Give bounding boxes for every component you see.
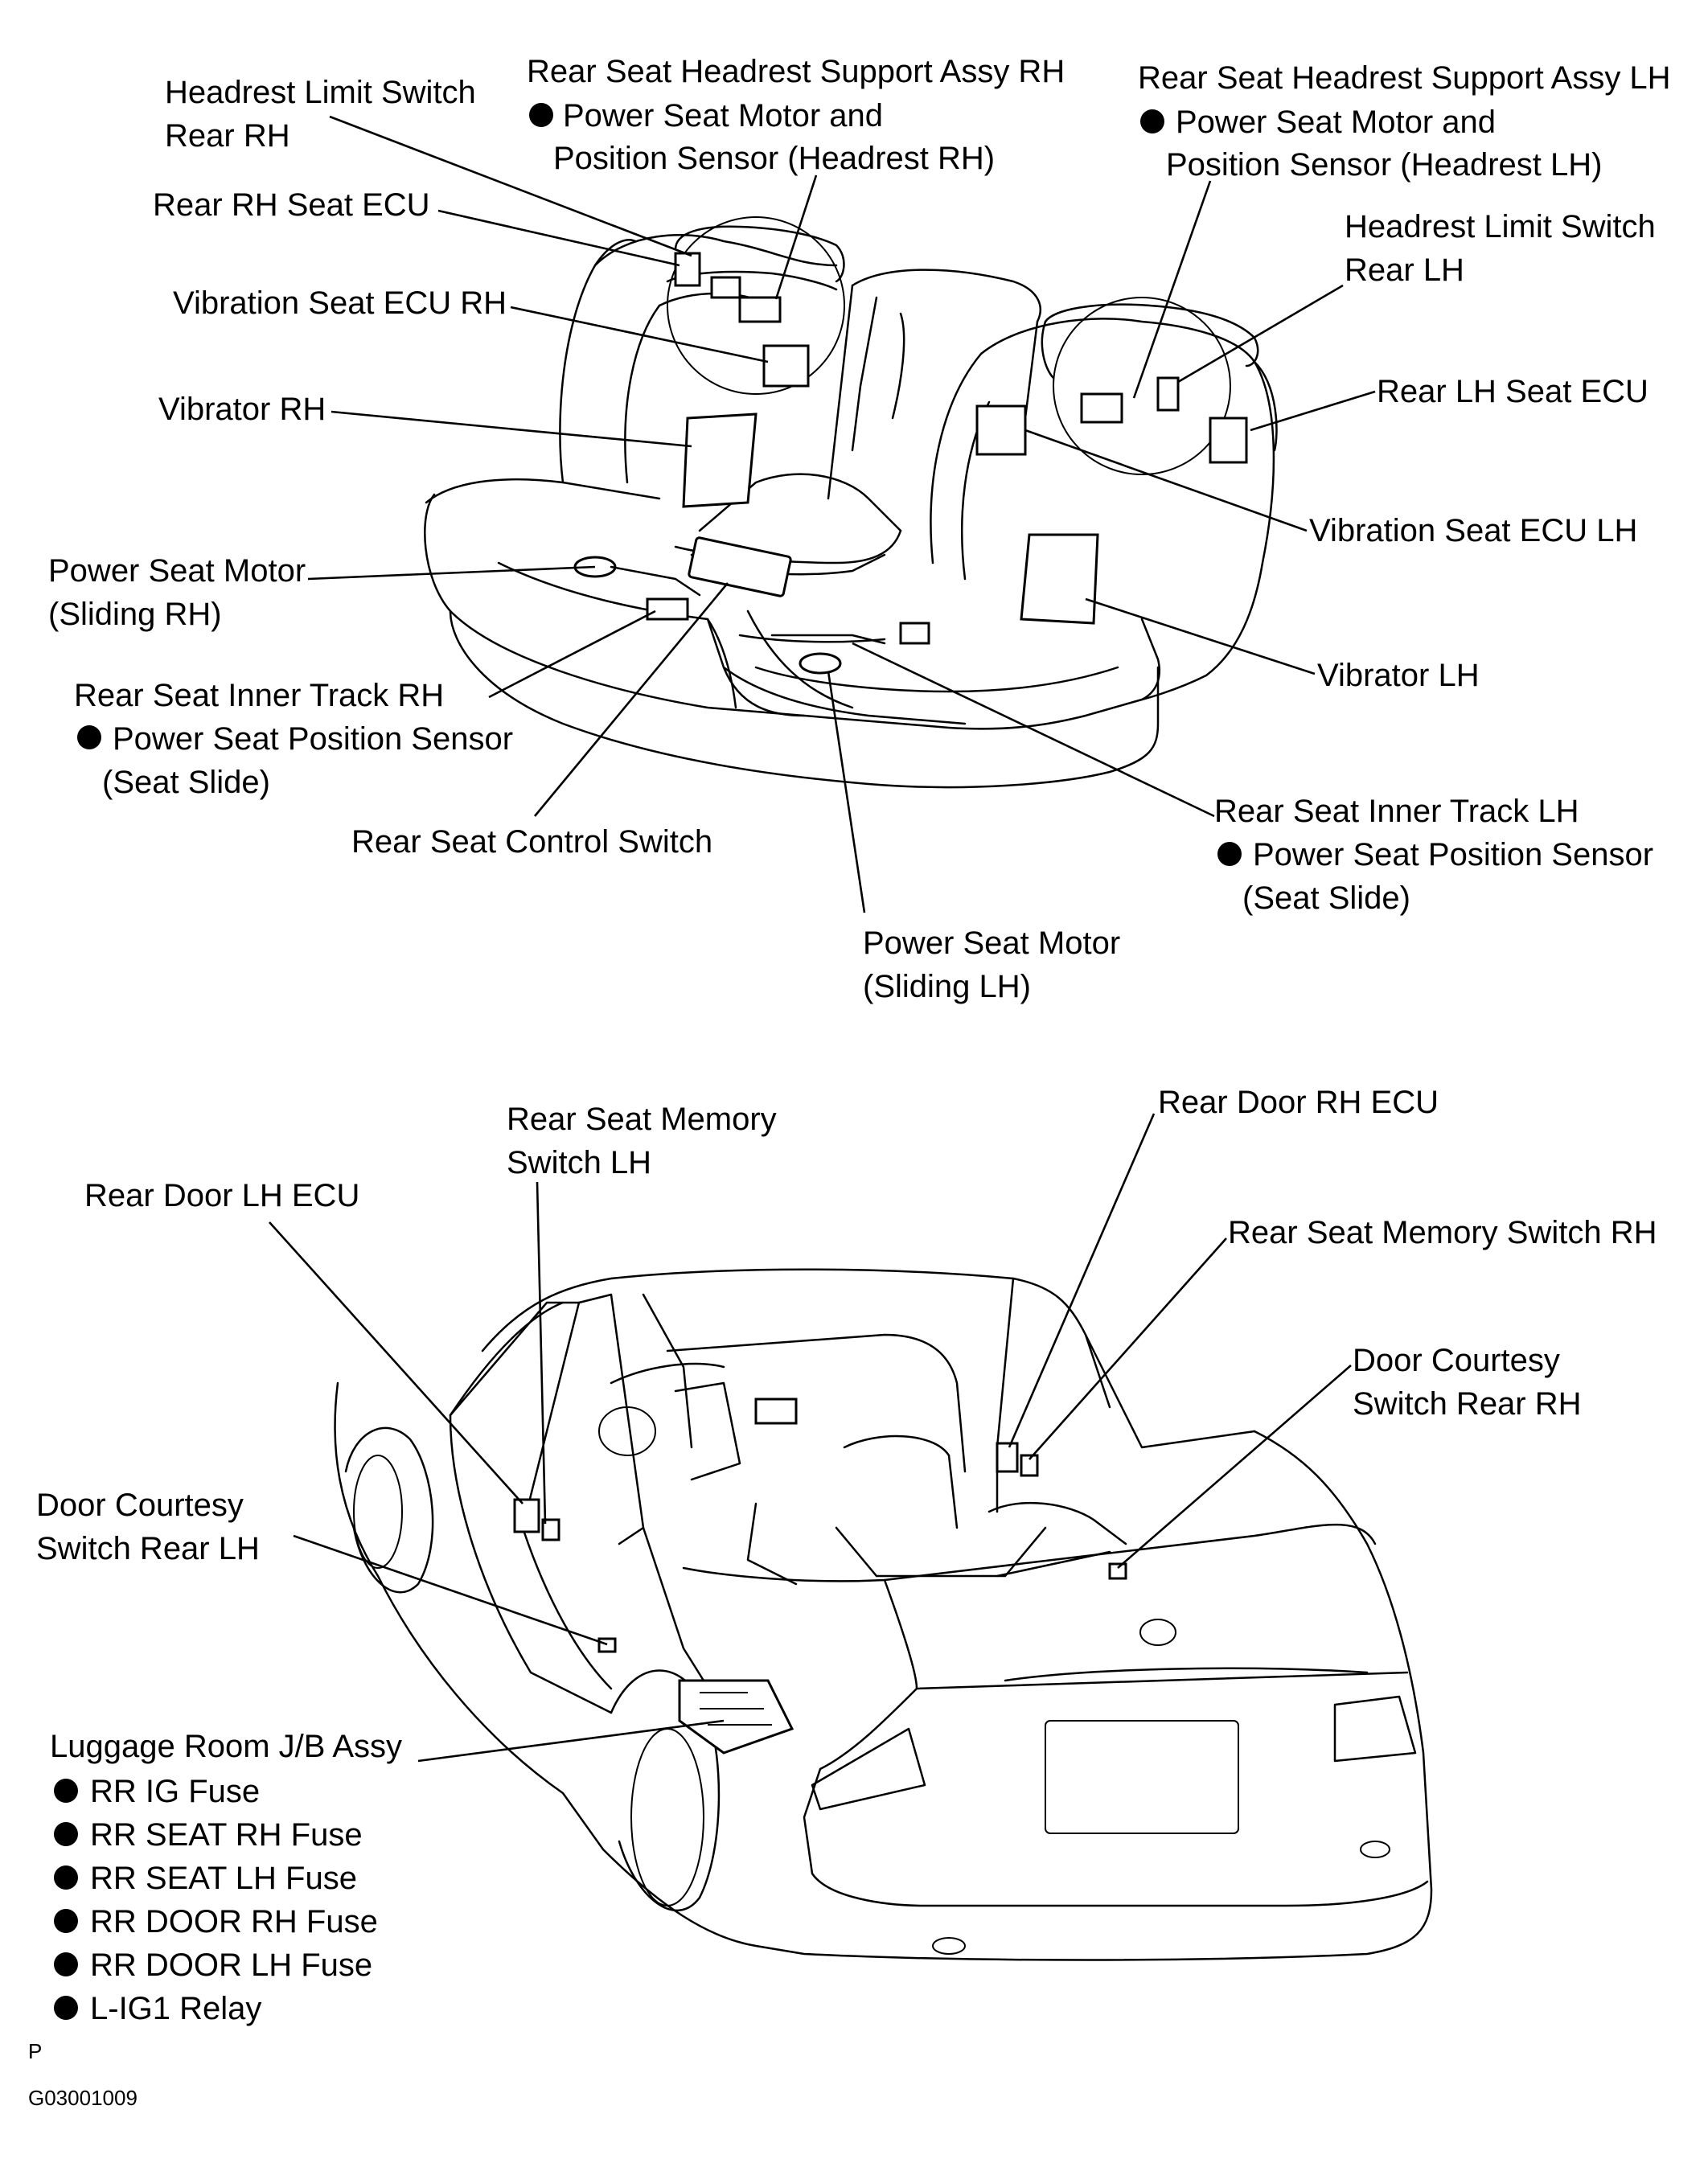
label-rear-seat-memory-switch-lh-line2: Switch LH <box>507 1145 651 1180</box>
label-power-seat-motor-sliding-rh-line2: (Sliding RH) <box>48 597 222 632</box>
label-inner-track-rh-line2: Power Seat Position Sensor <box>113 721 513 757</box>
label-rear-door-lh-ecu: Rear Door LH ECU <box>84 1178 359 1213</box>
bullet-icon <box>54 1909 78 1933</box>
label-headrest-limit-switch-rh-line1: Headrest Limit Switch <box>165 75 476 110</box>
label-rear-seat-memory-switch-lh-line1: Rear Seat Memory <box>507 1102 777 1137</box>
labels: Headrest Limit Switch Rear RH Rear Seat … <box>28 54 1671 2110</box>
label-headrest-support-lh-line2: Power Seat Motor and <box>1176 105 1496 140</box>
label-headrest-limit-switch-lh-line1: Headrest Limit Switch <box>1345 209 1656 244</box>
label-jb-item: RR DOOR RH Fuse <box>90 1904 378 1939</box>
label-headrest-support-lh-line3: Position Sensor (Headrest LH) <box>1166 147 1602 183</box>
label-jb-item: L-IG1 Relay <box>90 1991 261 2026</box>
footer-code: G03001009 <box>28 2086 138 2110</box>
label-vibration-seat-ecu-rh: Vibration Seat ECU RH <box>173 285 507 321</box>
label-headrest-limit-switch-rh-line2: Rear RH <box>165 118 290 154</box>
footer-mark: P <box>28 2039 42 2063</box>
label-power-seat-motor-sliding-lh-line1: Power Seat Motor <box>863 926 1120 961</box>
label-door-courtesy-switch-rear-lh-line2: Switch Rear LH <box>36 1531 260 1566</box>
label-jb-item: RR SEAT RH Fuse <box>90 1817 363 1853</box>
label-headrest-limit-switch-lh-line2: Rear LH <box>1345 252 1464 288</box>
rear-seat-illustration <box>424 216 1278 789</box>
bullet-icon <box>54 1779 78 1803</box>
bullet-icon <box>77 725 101 749</box>
label-rear-seat-memory-switch-rh: Rear Seat Memory Switch RH <box>1228 1215 1657 1250</box>
label-headrest-support-rh-line3: Position Sensor (Headrest RH) <box>553 141 995 176</box>
label-luggage-room-jb: Luggage Room J/B Assy <box>50 1729 402 1764</box>
bullet-icon <box>529 103 553 127</box>
bullet-icon <box>54 1822 78 1846</box>
label-inner-track-lh-line2: Power Seat Position Sensor <box>1253 837 1653 872</box>
label-jb-item: RR DOOR LH Fuse <box>90 1948 372 1983</box>
label-rear-rh-seat-ecu: Rear RH Seat ECU <box>153 187 430 223</box>
bullet-icon <box>54 1952 78 1976</box>
leader-lines <box>269 115 1376 1763</box>
label-rear-lh-seat-ecu: Rear LH Seat ECU <box>1377 374 1648 409</box>
label-power-seat-motor-sliding-lh-line2: (Sliding LH) <box>863 969 1031 1004</box>
label-door-courtesy-switch-rear-rh-line1: Door Courtesy <box>1353 1343 1560 1378</box>
label-rear-door-rh-ecu: Rear Door RH ECU <box>1158 1085 1439 1120</box>
label-rear-seat-control-switch: Rear Seat Control Switch <box>351 824 712 860</box>
label-power-seat-motor-sliding-rh-line1: Power Seat Motor <box>48 553 306 589</box>
label-inner-track-lh-line3: (Seat Slide) <box>1242 880 1410 916</box>
label-vibration-seat-ecu-lh: Vibration Seat ECU LH <box>1309 513 1637 548</box>
bullet-icon <box>54 1996 78 2020</box>
label-headrest-support-lh-line1: Rear Seat Headrest Support Assy LH <box>1138 60 1671 96</box>
bullet-icon <box>1140 109 1164 133</box>
label-headrest-support-rh-line1: Rear Seat Headrest Support Assy RH <box>527 54 1065 89</box>
car-illustration <box>334 1268 1433 1961</box>
label-vibrator-rh: Vibrator RH <box>158 392 326 427</box>
label-door-courtesy-switch-rear-lh-line1: Door Courtesy <box>36 1488 244 1523</box>
label-jb-item: RR SEAT LH Fuse <box>90 1861 357 1896</box>
label-inner-track-lh-line1: Rear Seat Inner Track LH <box>1214 794 1579 829</box>
label-inner-track-rh-line1: Rear Seat Inner Track RH <box>74 678 444 713</box>
bullet-icon <box>1217 842 1242 866</box>
label-door-courtesy-switch-rear-rh-line2: Switch Rear RH <box>1353 1386 1582 1422</box>
bullet-icon <box>54 1865 78 1890</box>
label-inner-track-rh-line3: (Seat Slide) <box>102 765 270 800</box>
label-jb-item: RR IG Fuse <box>90 1774 260 1809</box>
label-headrest-support-rh-line2: Power Seat Motor and <box>563 98 883 133</box>
label-vibrator-lh: Vibrator LH <box>1317 658 1480 693</box>
